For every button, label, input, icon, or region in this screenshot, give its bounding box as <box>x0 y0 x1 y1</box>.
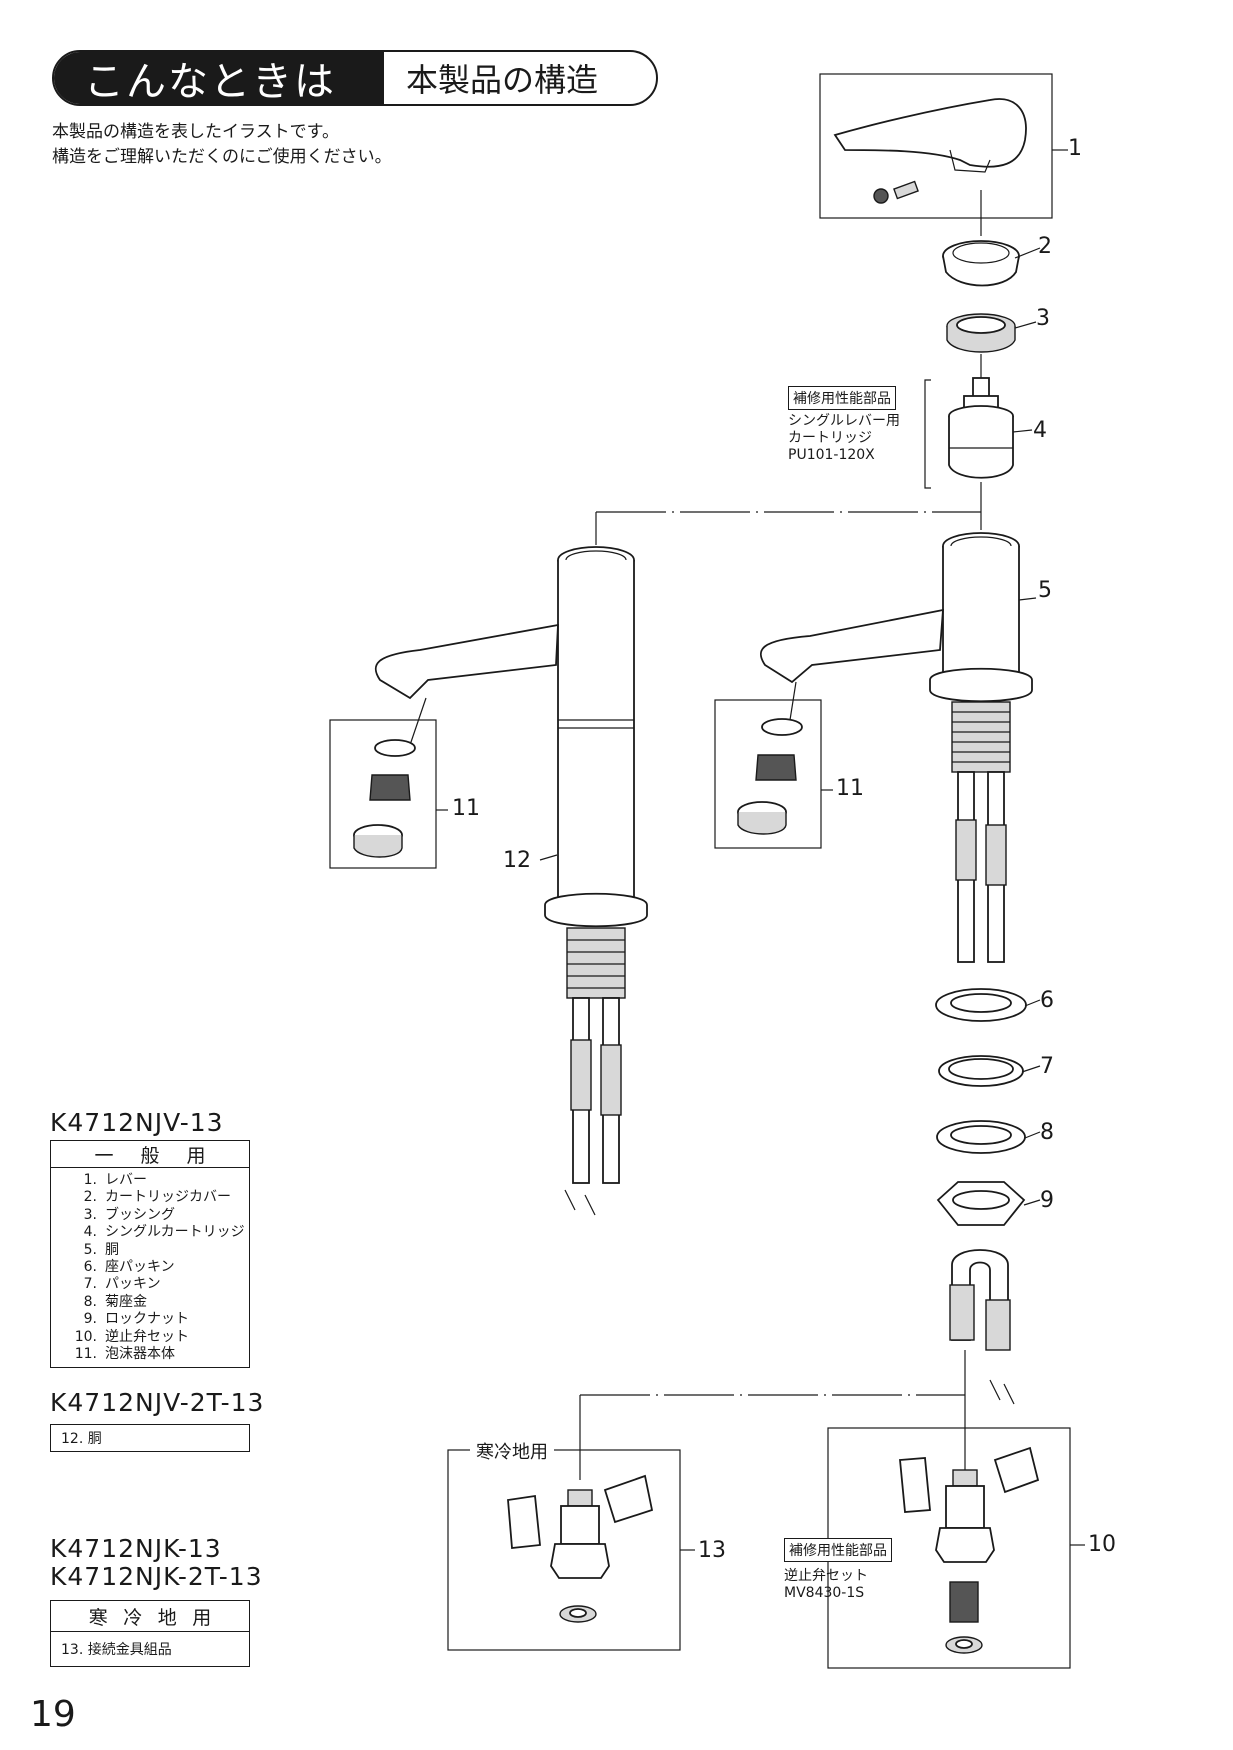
list-item: 8. 菊座金 <box>61 1294 249 1311</box>
callout-5: 5 <box>1038 578 1052 603</box>
part-name: パッキン <box>105 1276 161 1293</box>
list-item: 3. ブッシング <box>61 1207 249 1224</box>
list-item: 1. レバー <box>61 1172 249 1189</box>
parts-table-cold-header: 寒 冷 地 用 <box>51 1601 249 1632</box>
parts-list: 1. レバー 2. カートリッジカバー 3. ブッシング 4. シングルカートリッジ 5… <box>51 1168 249 1367</box>
callout-2: 2 <box>1038 234 1052 259</box>
model-code-cold-2: K4712NJK-2T-13 <box>50 1562 263 1591</box>
part-name: カートリッジカバー <box>105 1189 231 1206</box>
parts-table-general-header: 一 般 用 <box>51 1141 249 1168</box>
part-name: 胴 <box>105 1241 119 1258</box>
cartridge-note: シングルレバー用 カートリッジ PU101-120X <box>788 413 900 464</box>
part-number: 9. <box>83 1311 97 1328</box>
table-header-char: 用 <box>192 1606 212 1629</box>
valve-note: 逆止弁セット MV8430-1S <box>784 1568 868 1602</box>
list-item: 10. 逆止弁セット <box>61 1329 249 1346</box>
part-name: ロックナット <box>105 1311 189 1328</box>
part-name: 座パッキン <box>105 1259 175 1276</box>
table-header-char: 用 <box>186 1144 206 1167</box>
table-header-char: 地 <box>157 1606 177 1629</box>
valve-note-line-2: MV8430-1S <box>784 1585 865 1601</box>
part-name: 菊座金 <box>105 1293 147 1310</box>
callout-9: 9 <box>1040 1188 1054 1213</box>
callout-10: 10 <box>1088 1532 1116 1557</box>
cartridge-note-line-3: PU101-120X <box>788 447 875 463</box>
cartridge-note-label: 補修用性能部品 <box>788 386 896 410</box>
parts-table-cold: 寒 冷 地 用 13. 接続金具組品 <box>50 1600 250 1667</box>
lever-shape <box>833 98 1027 168</box>
intro-line-2: 構造をご理解いただくのにご使用ください。 <box>52 147 392 167</box>
list-item: 4. シングルカートリッジ <box>61 1224 249 1241</box>
list-item: 2. カートリッジカバー <box>61 1189 249 1206</box>
cartridge-note-line-1: シングルレバー用 <box>788 413 900 429</box>
section-title: こんなときは <box>54 52 384 104</box>
lever-box <box>819 73 1053 219</box>
section-subtitle: 本製品の構造 <box>406 61 599 99</box>
model-code-tall: K4712NJV-2T-13 <box>50 1388 265 1417</box>
callout-1: 1 <box>1068 136 1082 161</box>
section-header: こんなときは 本製品の構造 <box>52 50 658 106</box>
callout-3: 3 <box>1036 306 1050 331</box>
callout-11-left: 11 <box>452 796 480 821</box>
model-code-general: K4712NJV-13 <box>50 1108 224 1137</box>
list-item: 11. 泡沫器本体 <box>61 1346 249 1363</box>
part-number: 4. <box>83 1224 97 1241</box>
callout-13: 13 <box>698 1538 726 1563</box>
part-number: 10. <box>74 1328 97 1345</box>
part-number: 3. <box>83 1206 97 1223</box>
intro-text: 本製品の構造を表したイラストです。 構造をご理解いただくのにご使用ください。 <box>52 120 392 170</box>
part-name: レバー <box>105 1172 147 1188</box>
callout-4: 4 <box>1033 418 1047 443</box>
table-header-char: 冷 <box>123 1606 143 1629</box>
model-code-cold-1: K4712NJK-13 <box>50 1534 222 1563</box>
part-number: 6. <box>83 1259 97 1276</box>
cold-part: 13. 接続金具組品 <box>61 1642 172 1658</box>
cold-region-label: 寒冷地用 <box>470 1438 554 1464</box>
part-name: 泡沫器本体 <box>105 1346 175 1363</box>
part-number: 11. <box>74 1346 97 1363</box>
table-header-char: 寒 <box>88 1606 108 1629</box>
part-number: 1. <box>83 1172 97 1188</box>
callout-6: 6 <box>1040 988 1054 1013</box>
cartridge-note-line-2: カートリッジ <box>788 430 872 446</box>
list-item: 7. パッキン <box>61 1276 249 1293</box>
part-number: 5. <box>83 1241 97 1258</box>
list-item: 5. 胴 <box>61 1242 249 1259</box>
callout-7: 7 <box>1040 1054 1054 1079</box>
table-header-char: 一 <box>94 1144 114 1167</box>
part-name: 逆止弁セット <box>105 1328 189 1345</box>
part-number: 8. <box>83 1293 97 1310</box>
valve-note-label: 補修用性能部品 <box>784 1538 892 1562</box>
part-number: 7. <box>83 1276 97 1293</box>
intro-line-1: 本製品の構造を表したイラストです。 <box>52 122 339 142</box>
callout-11-right: 11 <box>836 776 864 801</box>
table-header-char: 般 <box>140 1144 160 1167</box>
list-item: 6. 座パッキン <box>61 1259 249 1276</box>
page-number: 19 <box>30 1694 76 1735</box>
callout-12: 12 <box>503 848 531 873</box>
part-name: シングルカートリッジ <box>105 1224 245 1241</box>
parts-table-tall: 12. 胴 <box>50 1424 250 1452</box>
valve-note-line-1: 逆止弁セット <box>784 1568 868 1584</box>
part-name: ブッシング <box>105 1206 175 1223</box>
part-number: 2. <box>83 1189 97 1206</box>
callout-8: 8 <box>1040 1120 1054 1145</box>
parts-table-general: 一 般 用 1. レバー 2. カートリッジカバー 3. ブッシング 4. シングルカー… <box>50 1140 250 1369</box>
list-item: 9. ロックナット <box>61 1311 249 1328</box>
